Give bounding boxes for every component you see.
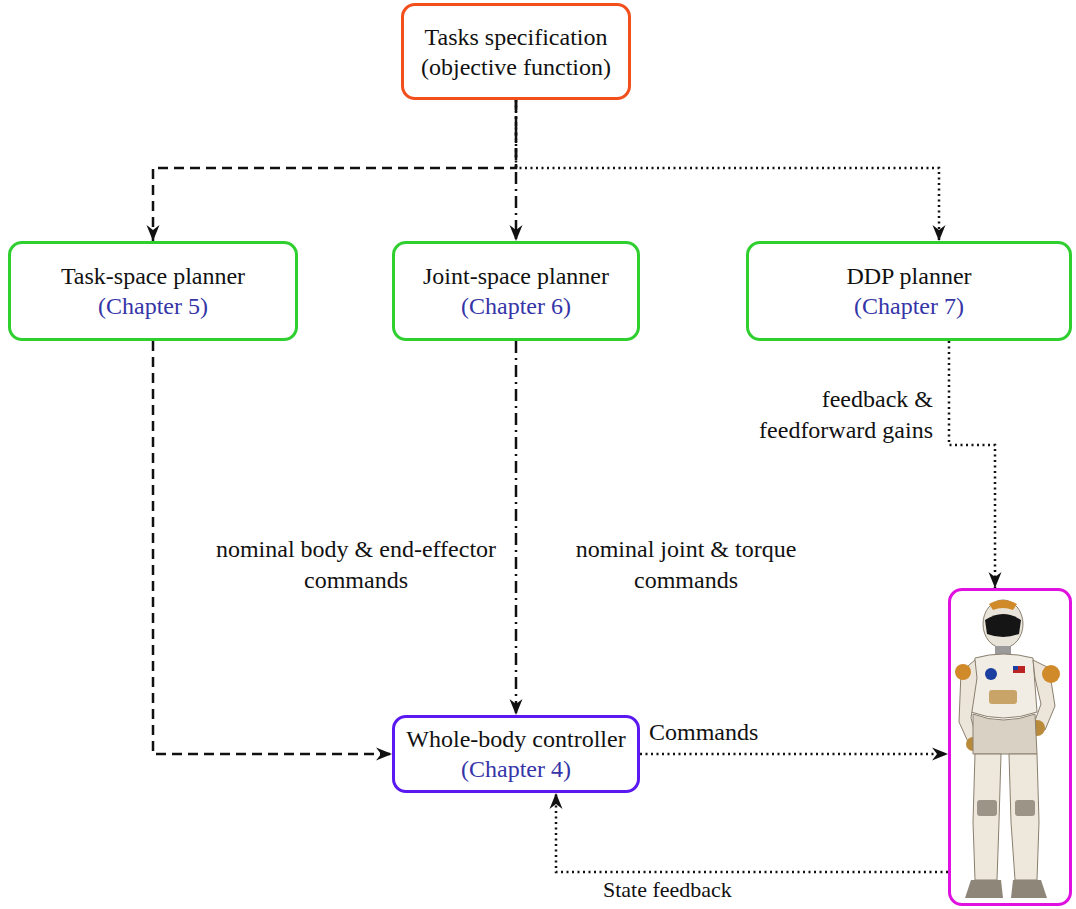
connector [153,100,516,241]
connector [515,341,518,715]
task-box: Tasks specification (objective function) [401,3,631,100]
robot-box [948,588,1072,906]
arrow-head [550,793,563,809]
connector [516,100,939,241]
task-spec-text: Tasks specification (objective function) [414,22,618,82]
arrow-head [510,225,523,241]
edge-label: nominal joint & torque commands [528,534,844,596]
arrow-head [932,748,948,761]
chapter-ref: (Chapter 4) [461,754,571,784]
arrow-head [147,225,160,241]
planner-box: DDP planner(Chapter 7) [746,241,1072,341]
edge-label: State feedback [600,877,806,902]
arrow-head [933,225,946,241]
planner-box: Task-space planner(Chapter 5) [8,241,298,341]
controller-box: Whole-body controller(Chapter 4) [392,715,640,793]
robot-illustration [953,594,1067,902]
planner-name: Joint-space planner [423,261,609,291]
chapter-ref: (Chapter 7) [854,291,964,321]
planner-name: Task-space planner [61,261,245,291]
arrow-head [376,748,392,761]
connector [556,793,948,872]
connector [515,100,518,241]
edge-label: Commands [646,717,792,748]
edge-label: nominal body & end-effector commands [205,534,507,596]
connector [640,753,948,756]
chapter-ref: (Chapter 6) [461,291,571,321]
arrow-head [989,572,1002,588]
chapter-ref: (Chapter 5) [98,291,208,321]
planner-name: DDP planner [846,261,971,291]
planner-name: Whole-body controller [406,724,625,754]
planner-box: Joint-space planner(Chapter 6) [392,241,640,341]
edge-label: feedback & feedforward gains [730,384,936,446]
connector [949,341,995,588]
arrow-head [510,699,523,715]
